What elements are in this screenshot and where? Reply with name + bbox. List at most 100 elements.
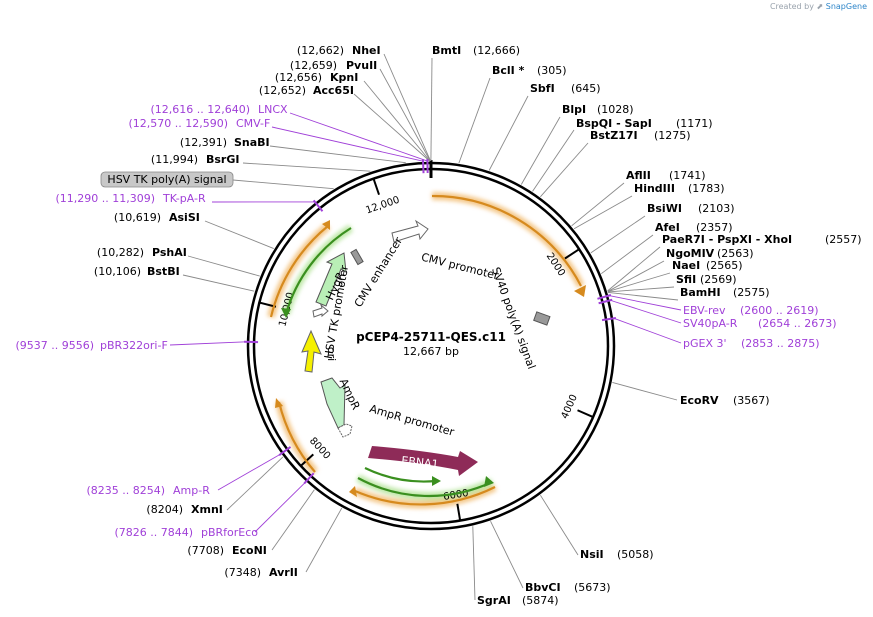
leader-line-site-naei: [607, 272, 671, 293]
site-bsrgi-pos: (11,994): [151, 153, 198, 166]
site-hindiii-pos: (1783): [688, 182, 725, 195]
cmv-enhancer-label: CMV enhancer: [352, 235, 406, 310]
leader-line-primer-ampr: [217, 453, 281, 491]
site-nhei-pos: (12,662): [297, 44, 344, 57]
leader-line-site-bsiwi: [590, 215, 646, 254]
primer-tkpar: TK-pA-R: [162, 192, 206, 205]
leader-line-site-bmti: [430, 57, 433, 162]
orange-arc-left-1: [269, 225, 329, 318]
site-ecorv-pos: (3567): [733, 394, 770, 407]
leader-line-site-bamhi: [608, 292, 679, 301]
ebna1-arrow: [368, 446, 478, 476]
leader-line-site-asisi: [204, 220, 274, 249]
orange-arc-bottom-head: [349, 486, 357, 497]
primer-pbr322orif-range: (9537 .. 9556): [15, 339, 94, 352]
leader-line-site-sbfi: [488, 95, 529, 171]
site-aflii-pos: (1741): [669, 169, 706, 182]
leader-line-primer-pbrforeco: [254, 481, 306, 533]
site-pshai-pos: (10,282): [97, 246, 144, 259]
orange-arc-bottom: [354, 486, 496, 506]
hsv-tk-badge-text: HSV TK poly(A) signal: [107, 173, 226, 186]
primer-sv40par: SV40pA-R: [683, 317, 738, 330]
site-bbvci: BbvCI: [525, 581, 561, 594]
site-econi-pos: (7708): [187, 544, 224, 557]
site-naei-pos: (2565): [706, 259, 743, 272]
outer-feature-arcs: [269, 194, 586, 506]
cmv-enhancer-block: [350, 248, 364, 266]
plasmid-length: 12,667 bp: [403, 345, 459, 358]
tick-label: 4000: [560, 393, 580, 421]
site-asisi: AsiSI: [169, 211, 200, 224]
leader-line-site-ecorv: [612, 382, 678, 401]
leader-line-site-econi: [271, 489, 315, 551]
site-sbfi-pos: (645): [571, 82, 601, 95]
green-arc-left: [284, 227, 352, 315]
site-aflii: AflII: [626, 169, 651, 182]
site-pshai: PshAI: [152, 246, 187, 259]
site-econi: EcoNI: [232, 544, 267, 557]
site-nsii: NsiI: [580, 548, 604, 561]
sv40-polya-block: [533, 311, 551, 326]
ampr-promoter-arrow: [337, 423, 353, 438]
site-paer7i-pspxi-xhoi-pos: (2557): [825, 233, 862, 246]
site-bcli-pos: (305): [537, 64, 567, 77]
leader-line-primer-ebvrev: [608, 295, 682, 311]
leader-line-site-acc65i: [353, 93, 430, 162]
leader-line-site-nsii: [540, 494, 579, 556]
primer-pbrforeco: pBRforEco: [201, 526, 258, 539]
leader-line-site-pvuii: [379, 68, 431, 162]
site-bstbi-pos: (10,106): [94, 265, 141, 278]
orange-arc-left-2-head: [275, 398, 283, 408]
snapgene-brand: Created by ⬈ SnapGene: [770, 2, 867, 11]
site-snabi: SnaBI: [234, 136, 270, 149]
site-avrii-pos: (7348): [224, 566, 261, 579]
tick-mark: [372, 178, 380, 196]
created-by-text: Created by: [769, 2, 814, 11]
primer-lncx-range: (12,616 .. 12,640): [150, 103, 250, 116]
hsv-tk-badge-bg: [100, 171, 234, 188]
green-arc-bottom: [357, 477, 493, 498]
site-ngomiv-pos: (2563): [717, 247, 754, 260]
site-acc65i-pos: (12,652): [259, 84, 306, 97]
site-xmni: XmnI: [191, 503, 223, 516]
primer-ampr-range: (8235 .. 8254): [86, 484, 165, 497]
primer-ebvrev: EBV-rev: [683, 304, 726, 317]
primer-cmvf: CMV-F: [236, 117, 270, 130]
primer-sv40par-range: (2654 .. 2673): [758, 317, 837, 330]
leader-line-primer-cmvf: [271, 126, 424, 162]
site-bcli: BclI *: [492, 64, 525, 77]
plasmid-name: pCEP4-25711-QES.c11: [356, 330, 506, 344]
leader-line-primer-sv40par: [610, 299, 682, 324]
leader-line-site-bstbi: [182, 274, 255, 292]
site-sbfi: SbfI: [530, 82, 555, 95]
leader-line-site-bspqi-sapi: [532, 129, 575, 192]
site-nhei: NheI: [352, 44, 381, 57]
site-label-layer: (12,662) NheI (12,659) PvuII (12,656) Kp…: [15, 44, 861, 607]
site-hindiii: HindIII: [634, 182, 675, 195]
leader-line-site-paer7i: [607, 246, 661, 292]
leader-line-primer-lncx: [289, 112, 428, 162]
site-avrii: AvrII: [269, 566, 298, 579]
site-naei: NaeI: [672, 259, 700, 272]
primer-mark: [303, 472, 315, 485]
leader-line-site-ngomiv: [607, 260, 665, 292]
site-afei: AfeI: [655, 221, 680, 234]
site-kpni-pos: (12,656): [275, 71, 322, 84]
tick-mark: [577, 409, 594, 419]
green-arc-bottom-head: [484, 476, 494, 487]
orange-arc-left-2: [277, 401, 316, 473]
site-bamhi-pos: (2575): [733, 286, 770, 299]
tick-mark: [456, 503, 462, 521]
ebna1-label: EBNA1: [401, 454, 439, 471]
site-sfii: SfiI: [676, 273, 696, 286]
site-nsii-pos: (5058): [617, 548, 654, 561]
green-arc-left-head: [281, 308, 291, 318]
inner-feature-arcs: [281, 227, 494, 498]
ori-arrow: [301, 329, 322, 373]
site-bstz17i: BstZ17I: [590, 129, 638, 142]
ampr-arrow: [320, 377, 346, 429]
primer-pbrforeco-range: (7826 .. 7844): [114, 526, 193, 539]
site-paer7i-pspxi-xhoi: PaeR7I - PspXI - XhoI: [662, 233, 792, 246]
primer-cmvf-range: (12,570 .. 12,590): [128, 117, 228, 130]
